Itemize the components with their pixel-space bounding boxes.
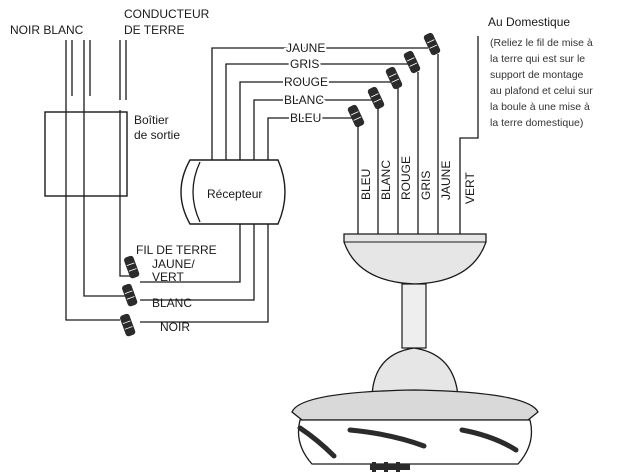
label-jaune: JAUNE (286, 41, 325, 55)
connector-jaune-icon (423, 32, 441, 56)
connector-rouge-icon (385, 66, 403, 90)
label-jaune-vert-1: JAUNE/ (152, 257, 195, 271)
label-boitier-2: de sortie (134, 128, 180, 142)
note-line-1: (Reliez le fil de mise à (490, 37, 593, 49)
fan-blade-slot-3-icon (459, 427, 519, 453)
fan-base-teeth (370, 462, 410, 472)
wire-blanc (253, 99, 372, 160)
label-conducteur-1: CONDUCTEUR (124, 7, 210, 21)
label-noir-blanc: NOIR BLANC (10, 23, 84, 37)
fan-motor (371, 347, 459, 397)
house-supply: NOIR BLANC CONDUCTEUR DE TERRE Boîtier d… (10, 7, 210, 321)
outlet-box (44, 111, 128, 197)
wire-bleu (267, 117, 352, 160)
house-ground-wire (119, 40, 132, 277)
connector-blanc-icon (367, 86, 385, 110)
fan-housing-top (291, 389, 539, 421)
connector-gris-icon (403, 50, 421, 74)
wire-rouge (239, 81, 392, 160)
ground-note: Au Domestique (Reliez le fil de mise à l… (488, 15, 593, 129)
label-boitier-1: Boîtier (134, 113, 169, 127)
receiver: Récepteur (180, 159, 286, 225)
fan-downrod (401, 283, 427, 349)
wire-black-in (140, 224, 269, 323)
label-gris: GRIS (290, 57, 319, 71)
note-line-3: support de montage (490, 69, 584, 81)
fan-label-rouge: ROUGE (399, 156, 413, 200)
house-black-wire (65, 40, 120, 321)
fan-blade-slot-1-icon (297, 425, 337, 459)
label-bottom-noir: NOIR (160, 320, 190, 334)
receiver-wires: JAUNE GRIS ROUGE BLANC BLEU (211, 39, 428, 160)
label-recepteur: Récepteur (207, 187, 262, 201)
upper-connectors (347, 32, 441, 128)
fan-label-bleu: BLEU (359, 169, 373, 200)
label-bottom-blanc: BLANC (152, 296, 192, 310)
note-line-2: la terre qui est sur le (490, 53, 585, 65)
note-line-6: la terre domestique) (490, 117, 583, 129)
fan-label-vert: VERT (463, 172, 477, 204)
label-jaune-vert-2: VERT (152, 270, 184, 284)
connector-black-icon (120, 313, 136, 337)
connector-ground-icon (124, 255, 140, 279)
note-line-5: la boule à une mise à (490, 101, 590, 113)
fan-label-gris: GRIS (419, 171, 433, 200)
receiver-body (180, 159, 286, 225)
connector-bleu-icon (347, 104, 365, 128)
wire-white-in (140, 224, 255, 301)
wire-gris (225, 63, 408, 160)
house-white-wire (83, 40, 126, 297)
fan (291, 233, 539, 472)
label-fil-de-terre: FIL DE TERRE (136, 243, 217, 257)
fan-wire-vert (459, 36, 479, 234)
wire-ground-in (140, 224, 241, 283)
connector-white-icon (122, 283, 138, 307)
label-rouge: ROUGE (284, 75, 328, 89)
receiver-input-wires (140, 224, 269, 323)
fan-blade-slot-2-icon (347, 427, 427, 449)
fan-wires: BLEU BLANC ROUGE GRIS JAUNE VERT (357, 36, 479, 234)
fan-label-blanc: BLANC (379, 160, 393, 200)
label-conducteur-2: DE TERRE (124, 23, 184, 37)
note-title: Au Domestique (488, 15, 570, 29)
fan-label-jaune: JAUNE (439, 161, 453, 200)
wire-jaune (211, 47, 428, 160)
label-bleu: BLEU (290, 111, 321, 125)
lower-connectors: FIL DE TERRE JAUNE/ VERT BLANC NOIR (120, 243, 217, 337)
note-line-4: au plafond et celui sur (490, 85, 593, 97)
label-blanc: BLANC (284, 93, 324, 107)
